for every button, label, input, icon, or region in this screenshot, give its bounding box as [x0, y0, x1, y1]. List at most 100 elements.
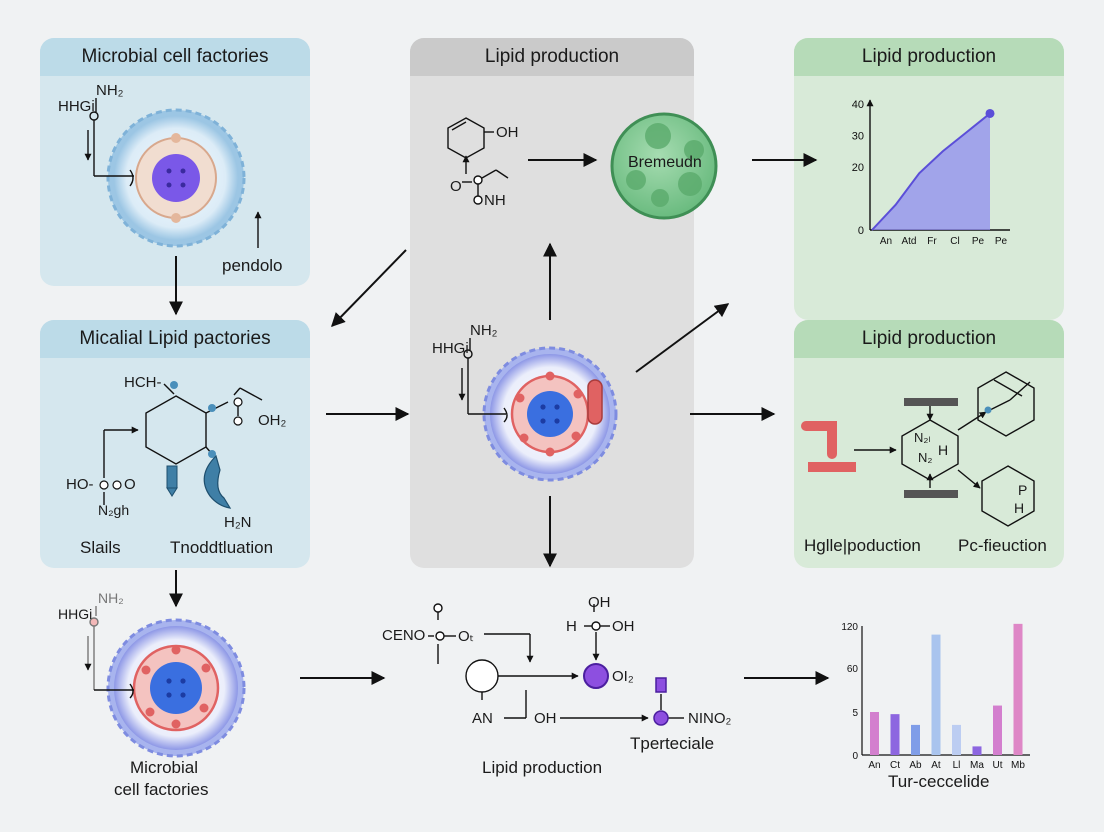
x-tick-label: Pe: [972, 236, 985, 247]
label-h2n: H₂N: [224, 514, 252, 531]
label-hgllelpoduction: Hglle|poduction: [804, 536, 921, 555]
bar: [972, 746, 982, 755]
label-p-right: P: [1018, 482, 1028, 498]
label-n2h-b: N₂: [918, 450, 933, 465]
label-hch: HCH-: [124, 374, 162, 391]
label-ceno: CENO: [382, 627, 426, 644]
label-pendolo: pendolo: [222, 256, 283, 275]
area-line: [871, 112, 991, 231]
label-oh-center: OH: [496, 124, 519, 141]
label-bremeudn: Bremeudn: [628, 154, 702, 171]
x-tick-label: Atd: [901, 236, 916, 247]
y-tick-label: 20: [852, 162, 864, 174]
data-point: [985, 108, 995, 118]
label-o-center: O: [450, 178, 462, 195]
y-tick-label: 120: [841, 622, 858, 633]
x-tick-label: An: [880, 236, 892, 247]
bar: [931, 634, 941, 755]
label-oh-bottom-3: OH: [534, 710, 557, 727]
label-n2h-a: N₂ₗ: [914, 430, 931, 445]
label-oh2: OH₂: [258, 412, 287, 429]
panel-title: Lipid production: [410, 38, 694, 76]
label-nh2-bottom: NH₂: [98, 590, 124, 606]
x-tick-label: Cl: [950, 236, 959, 247]
panel-title: Microbial cell factories: [40, 38, 310, 76]
molecule-center-left: [458, 338, 508, 423]
x-tick-label: Ab: [909, 760, 922, 771]
panel-title: Lipid production: [794, 320, 1064, 358]
area-fill: [872, 113, 990, 230]
x-tick-label: Pe: [995, 236, 1008, 247]
x-tick-label: At: [931, 760, 941, 771]
label-o-t: Oₜ: [458, 628, 475, 645]
label-an: AN: [472, 710, 493, 727]
panel-title: Lipid production: [794, 38, 1064, 76]
bar: [1013, 623, 1023, 755]
panel-lipid-factories: Micalial Lipid pactories: [40, 320, 310, 568]
green-bubble: [610, 112, 718, 220]
y-tick-label: 30: [852, 131, 864, 143]
label-o-1: O: [124, 476, 136, 493]
x-tick-label: Ll: [953, 760, 961, 771]
red-pipe-icon: [801, 406, 992, 472]
label-chart-caption: Tur-ceccelide: [888, 772, 990, 791]
label-tnoddtluation: Tnoddtluation: [170, 538, 274, 557]
label-nh2: NH₂: [96, 82, 124, 99]
label-n-sub: N₂ɡh: [98, 502, 130, 518]
bar: [911, 724, 920, 755]
y-tick-label: 0: [858, 225, 864, 237]
label-tperteciale: Tperteciale: [630, 734, 715, 753]
label-pc-fieuction: Pc-fieuction: [958, 536, 1047, 555]
bar-chart: An Ct Ab At Ll Ma Ut Mb 0 5 60 120: [841, 622, 1030, 771]
flow-arrows: [169, 153, 830, 685]
cell-icon-center: [482, 346, 618, 482]
bar: [870, 712, 879, 755]
y-tick-label: 40: [852, 99, 864, 111]
arrow-diagonal-right: [635, 303, 730, 373]
label-slails: Slails: [80, 538, 121, 557]
label-hhg-bottom: HHGi: [58, 606, 93, 622]
x-tick-label: Ma: [970, 760, 984, 771]
x-tick-label: Ut: [993, 760, 1003, 771]
panel-title: Micalial Lipid pactories: [40, 320, 310, 358]
cell-icon-bottom-left: [106, 618, 246, 758]
x-tick-label: Fr: [927, 236, 937, 247]
label-oh-bottom: OH: [588, 594, 611, 611]
label-ninos: NINO₂: [688, 710, 732, 727]
hexagon-molecule: [103, 383, 263, 505]
benzene-molecule: [447, 117, 509, 205]
label-hhg-center: HHGi: [432, 340, 469, 357]
x-tick-label: Ct: [890, 760, 900, 771]
label-hhg: HHGi: [58, 98, 95, 115]
bar: [890, 714, 900, 755]
x-tick-label: An: [868, 760, 880, 771]
label-lipid-production-bottom: Lipid production: [482, 758, 603, 777]
label-h-right: H: [938, 442, 949, 458]
label-nh2-center: NH₂: [470, 322, 498, 339]
colored-atoms: [583, 663, 669, 726]
molecule-bottom-left: [84, 606, 134, 699]
label-h-right-2: H: [1014, 500, 1025, 516]
molecule-bottom-middle: [428, 603, 684, 722]
label-oh-bottom-2: OH: [612, 618, 635, 635]
label-h-bottom: H: [566, 618, 577, 635]
y-tick-label: 60: [847, 664, 859, 675]
label-cell-factories: cell factories: [114, 780, 209, 799]
label-nh-center: NH: [484, 192, 506, 209]
bar: [993, 705, 1002, 755]
label-oi2: OI₂: [612, 668, 634, 685]
molecule-top-left: [84, 98, 262, 248]
label-ho: HO-: [66, 476, 94, 493]
cell-icon-top-left: [106, 108, 246, 248]
label-microbial: Microbial: [130, 758, 199, 777]
panel-lipid-production-structures: Lipid production: [794, 320, 1064, 568]
y-tick-label: 5: [852, 708, 858, 719]
y-tick-label: 0: [852, 751, 858, 762]
arrow-diagonal-left: [331, 249, 407, 328]
bar: [952, 724, 961, 755]
molecule-atoms: [99, 381, 243, 509]
x-tick-label: Mb: [1011, 760, 1025, 771]
